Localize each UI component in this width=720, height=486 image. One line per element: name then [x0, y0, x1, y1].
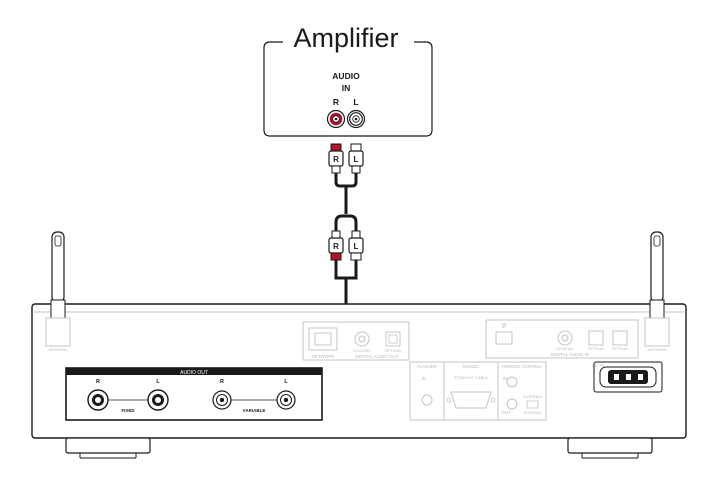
svg-text:⭿: ⭿ — [502, 323, 507, 330]
svg-text:COAXIAL: COAXIAL — [556, 346, 574, 351]
svg-text:R: R — [96, 379, 100, 385]
upper-r-plug: R — [328, 143, 344, 174]
svg-text:OPTICAL: OPTICAL — [611, 346, 629, 351]
svg-text:IN: IN — [503, 376, 508, 381]
svg-text:NETWORK: NETWORK — [312, 354, 335, 359]
svg-text:FLASHER: FLASHER — [417, 364, 436, 369]
upper-l-plug: L — [348, 143, 364, 174]
svg-text:R: R — [333, 242, 339, 251]
lower-r-plug: R — [328, 230, 344, 261]
svg-text:OPTICAL: OPTICAL — [587, 346, 605, 351]
ac-in-group: AC IN — [592, 361, 663, 393]
network-digital-out-group: NETWORK COAXIAL OPTICAL DIGITAL AUDIO OU… — [302, 321, 410, 361]
svg-text:STRAIGHT CABLE: STRAIGHT CABLE — [454, 375, 489, 380]
svg-text:L: L — [284, 379, 288, 385]
audio-out-panel: AUDIO OUT R L R L FIXED VARIABLE — [65, 367, 323, 421]
fixed-label: FIXED — [121, 408, 135, 413]
svg-text:R: R — [220, 379, 224, 385]
svg-text:L: L — [354, 155, 359, 164]
fixed-l-jack — [147, 389, 169, 411]
svg-text:ANTENNA: ANTENNA — [48, 347, 67, 352]
svg-text:R: R — [333, 155, 339, 164]
audio-in-label: AUDIO — [332, 71, 360, 81]
amp-r-label: R — [333, 97, 339, 107]
svg-text:DIGITAL AUDIO OUT: DIGITAL AUDIO OUT — [355, 354, 398, 359]
svg-text:COAXIAL: COAXIAL — [353, 348, 371, 353]
svg-text:IN: IN — [422, 376, 427, 381]
digital-audio-in-group: ⭿ COAXIAL OPTICAL OPTICAL DIGITAL AUDIO … — [485, 319, 639, 359]
svg-text:OUT: OUT — [501, 410, 511, 415]
lower-l-plug: L — [348, 230, 364, 261]
variable-label: VARIABLE — [243, 408, 266, 413]
svg-text:ANTENNA: ANTENNA — [647, 347, 666, 352]
svg-text:EXTERNAL: EXTERNAL — [523, 395, 543, 399]
svg-text:OPTICAL: OPTICAL — [384, 348, 402, 353]
variable-r-jack — [212, 390, 232, 410]
audio-out-label: AUDIO OUT — [180, 370, 208, 376]
variable-l-jack — [276, 390, 296, 410]
fixed-r-jack — [87, 389, 109, 411]
audio-in-label-2: IN — [342, 83, 351, 93]
right-antenna: ANTENNA — [644, 231, 670, 352]
svg-text:AC IN: AC IN — [592, 363, 604, 368]
left-foot — [65, 437, 151, 459]
svg-text:DIGITAL AUDIO IN: DIGITAL AUDIO IN — [551, 352, 589, 357]
svg-text:L: L — [156, 379, 160, 385]
amp-l-jack — [346, 109, 366, 129]
svg-text:REMOTE CONTROL: REMOTE CONTROL — [502, 364, 542, 369]
left-antenna: ANTENNA — [45, 231, 71, 352]
amplifier-box: Amplifier AUDIO IN R L — [263, 23, 433, 137]
control-ports-group: FLASHER IN RS232C STRAIGHT CABLE REMOTE … — [409, 361, 547, 421]
right-foot — [567, 437, 653, 459]
amp-r-jack — [326, 109, 346, 129]
svg-text:RS232C: RS232C — [462, 364, 480, 369]
svg-text:L: L — [354, 242, 359, 251]
amplifier-title: Amplifier — [293, 23, 398, 53]
svg-text:INTERNAL: INTERNAL — [524, 411, 543, 415]
amp-l-label: L — [353, 97, 358, 107]
